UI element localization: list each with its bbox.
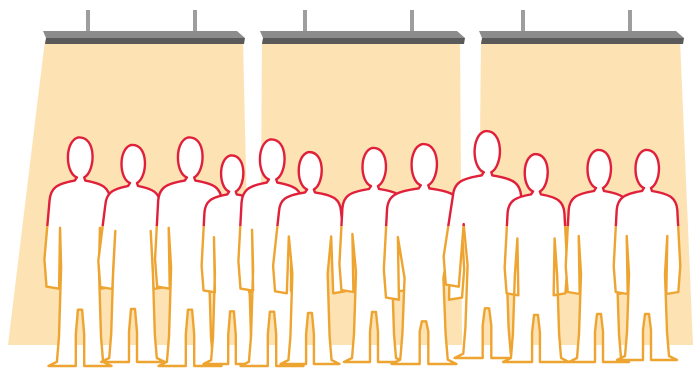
fixture-body xyxy=(481,38,684,44)
light-fixtures xyxy=(43,10,684,44)
hanging-rod xyxy=(410,10,414,32)
hanging-light-fixture-icon xyxy=(479,10,684,44)
hanging-light-fixture-icon xyxy=(43,10,245,44)
hanging-rod xyxy=(628,10,632,32)
fixture-top xyxy=(479,31,684,38)
hanging-rod xyxy=(303,10,307,32)
fixture-body xyxy=(45,38,245,44)
hanging-rod xyxy=(521,10,525,32)
hanging-rod xyxy=(86,10,90,32)
fixture-top xyxy=(43,31,245,38)
fixture-top xyxy=(260,31,465,38)
hanging-rod xyxy=(193,10,197,32)
hanging-light-fixture-icon xyxy=(260,10,465,44)
fixture-body xyxy=(262,38,465,44)
